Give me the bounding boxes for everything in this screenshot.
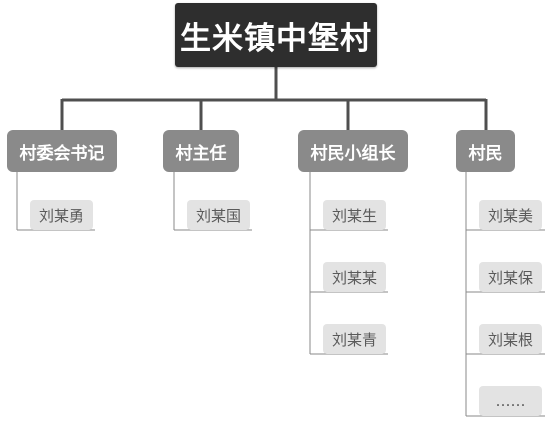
root-node-title: 生米镇中堡村 [175, 3, 377, 67]
member-node: 刘某青 [323, 324, 386, 354]
role-node-secretary: 村委会书记 [7, 130, 117, 172]
role-node-villagers: 村民 [456, 130, 515, 172]
member-node: 刘某某 [323, 262, 386, 292]
member-node: 刘某勇 [30, 200, 93, 230]
member-node: 刘某保 [479, 262, 542, 292]
member-node: 刘某生 [323, 200, 386, 230]
role-node-director: 村主任 [163, 130, 239, 172]
member-node: 刘某美 [479, 200, 542, 230]
member-node: 刘某根 [479, 324, 542, 354]
role-node-group-leader: 村民小组长 [298, 130, 408, 172]
member-node-more: …… [479, 386, 542, 416]
member-node: 刘某国 [187, 200, 250, 230]
